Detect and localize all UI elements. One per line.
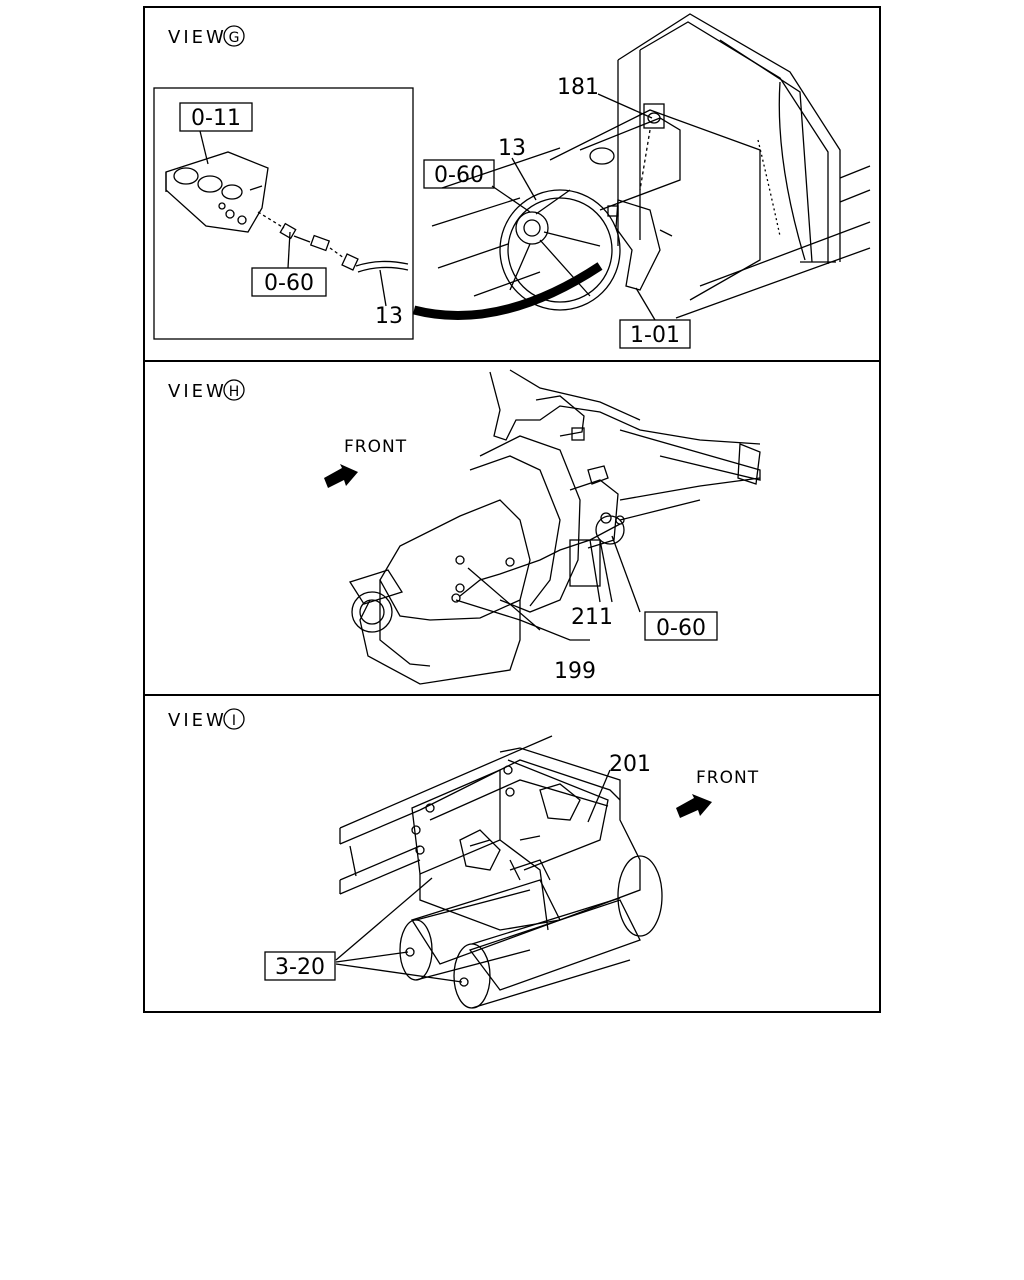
leader-line [455,567,590,641]
view-letter: G [229,30,240,46]
label-box [264,951,336,981]
label-box [179,102,253,132]
leader-line [335,951,409,963]
view-letter: H [229,384,240,400]
leader-line [635,287,656,321]
callout-181: 181 [557,75,599,100]
panel-view-h: VIEW H FRONT [168,369,761,685]
label-box [251,267,327,297]
leader-line [599,539,613,603]
callout-0-60-main: 0-60 [434,163,484,188]
front-label: FRONT [696,768,759,788]
view-title: VIEW [168,27,227,48]
leader-line [587,769,611,823]
view-title: VIEW [168,710,227,731]
leader-line [597,93,653,119]
transmission-drawing [348,369,761,685]
callout-201: 201 [609,752,651,777]
front-label: FRONT [344,437,407,457]
callout-13-inset: 13 [375,304,403,329]
panel-view-i: VIEW I FRONT [168,708,759,1009]
front-arrow-icon [324,464,358,488]
callout-0-60-inset: 0-60 [264,271,314,296]
leader-line [335,963,463,983]
callout-0-11: 0-11 [191,106,241,131]
leader-line [639,129,651,191]
panel-view-g: VIEW G [153,13,871,349]
leader-line [511,157,537,201]
leader-line [287,231,291,269]
view-letter: I [232,713,236,729]
leader-line [589,539,601,603]
engine-frame-drawing [431,13,871,319]
battery-carrier-drawing [339,735,663,1009]
leader-line [335,877,433,961]
leader-line [379,269,387,307]
callout-3-20: 3-20 [275,955,325,980]
manifold-drawing [165,151,409,273]
callout-13: 13 [498,136,526,161]
front-arrow-icon [676,794,712,818]
view-letter-circle [223,379,245,401]
callout-1-01: 1-01 [630,323,680,348]
view-title: VIEW [168,381,227,402]
label-box [619,319,691,349]
leader-line [199,130,209,165]
view-letter-circle [223,25,245,47]
callout-0-60: 0-60 [656,616,706,641]
callout-211: 211 [571,605,613,630]
detail-inset [153,87,414,340]
label-box [423,159,495,189]
label-box [644,611,718,641]
leader-line [491,185,531,213]
detail-pointer-curve [412,262,603,320]
view-letter-circle [223,708,245,730]
diagram-frame [143,6,881,1013]
callout-199: 199 [554,659,596,684]
leader-line [611,535,641,613]
